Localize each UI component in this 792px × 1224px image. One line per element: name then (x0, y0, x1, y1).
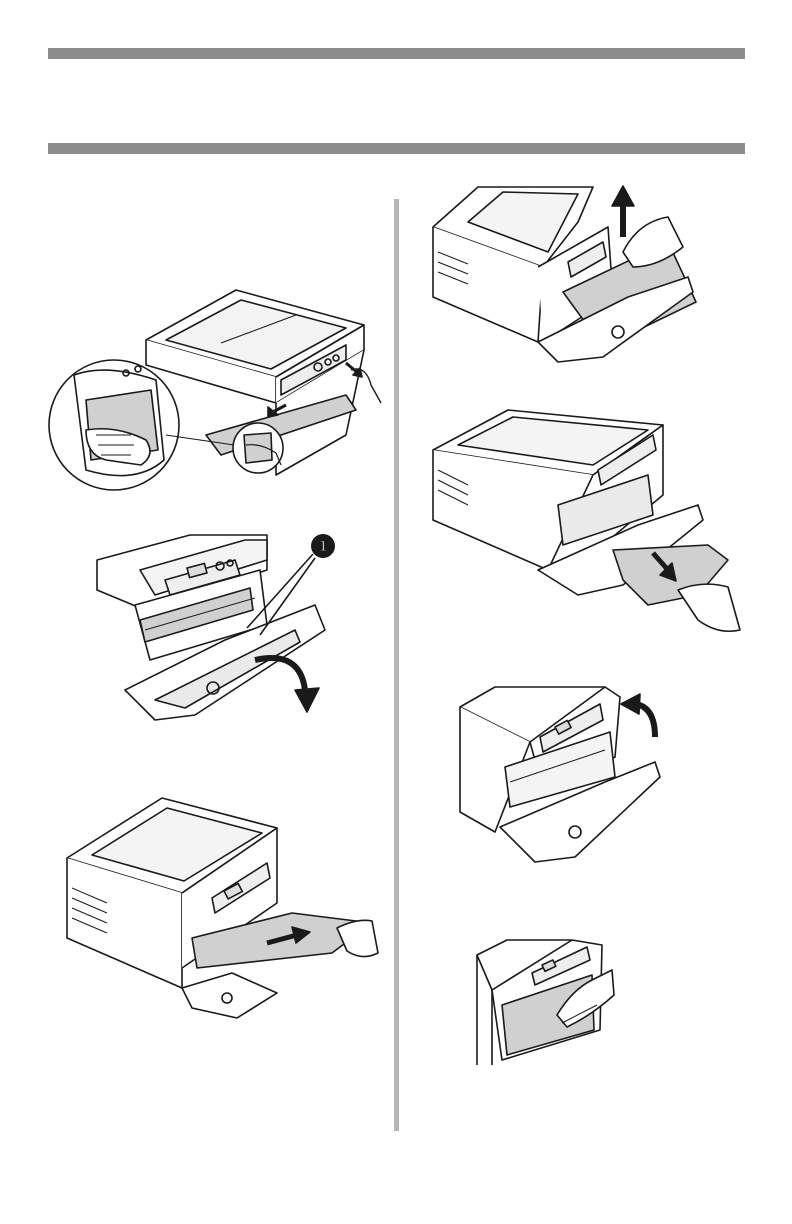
figure-close-cover (455, 682, 670, 872)
figure-remove-sheet-front (428, 405, 748, 640)
callout-number-1: 1 (318, 539, 328, 555)
header-rule-bottom (48, 143, 745, 154)
header-rule-top (48, 48, 745, 59)
column-divider (394, 199, 399, 1131)
figure-push-cover (462, 935, 617, 1067)
figure-lift-sheet (428, 182, 703, 372)
figure-pull-sheet-forward (62, 793, 380, 1028)
figure-open-front-cover: 1 (95, 530, 340, 730)
figure-front-cover-release (46, 285, 382, 500)
